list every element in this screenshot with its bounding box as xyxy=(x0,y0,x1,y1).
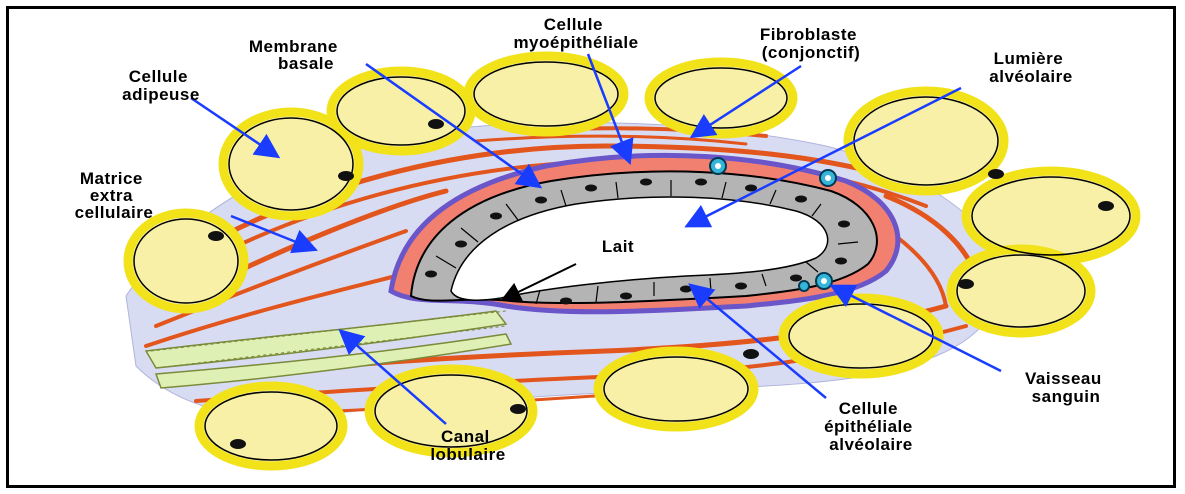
arrow-cellule-myoepitheliale xyxy=(586,53,634,166)
blood-vessel-lumens xyxy=(715,163,831,284)
arrow-canal-lobulaire xyxy=(338,329,447,425)
alveolar-lumen xyxy=(450,196,829,301)
arrow-membrane-basale xyxy=(365,62,543,189)
adipocyte-nuclei xyxy=(208,119,1114,449)
label-fibroblaste: Fibroblaste (conjonctif) xyxy=(760,25,862,62)
arrow-cellule-epitheliale xyxy=(688,283,827,399)
label-cellule-myoepitheliale: Cellule myoépithéliale xyxy=(513,15,638,52)
arrow-fibroblaste xyxy=(689,64,802,139)
label-lait: Lait xyxy=(602,237,634,256)
arrow-lumiere-alveolaire xyxy=(684,86,962,228)
label-matrice-extra-cellulaire: Matrice extra cellulaire xyxy=(75,169,154,222)
label-cellule-adipeuse: Cellule adipeuse xyxy=(122,67,200,104)
label-lumiere-alveolaire: Lumière alvéolaire xyxy=(989,49,1072,86)
milk-flow-arrow xyxy=(500,263,577,301)
lobular-duct-wall xyxy=(144,310,513,389)
label-arrows xyxy=(190,53,1002,425)
label-canal-lobulaire: Canal lobulaire xyxy=(430,427,505,464)
epithelial-cell-nuclei xyxy=(425,178,850,305)
arrow-cellule-adipeuse xyxy=(190,96,281,159)
mammary-alveolus-diagram: Cellule myoépithéliale Membrane basale F… xyxy=(6,6,1176,488)
label-membrane-basale: Membrane basale xyxy=(249,37,343,73)
label-vaisseau-sanguin: Vaisseau sanguin xyxy=(1025,369,1107,406)
arrow-matrice xyxy=(230,214,318,254)
arrow-vaisseau-sanguin xyxy=(829,284,1002,373)
label-cellule-epitheliale-alveolaire: Cellule épithéliale alvéolaire xyxy=(824,399,918,454)
